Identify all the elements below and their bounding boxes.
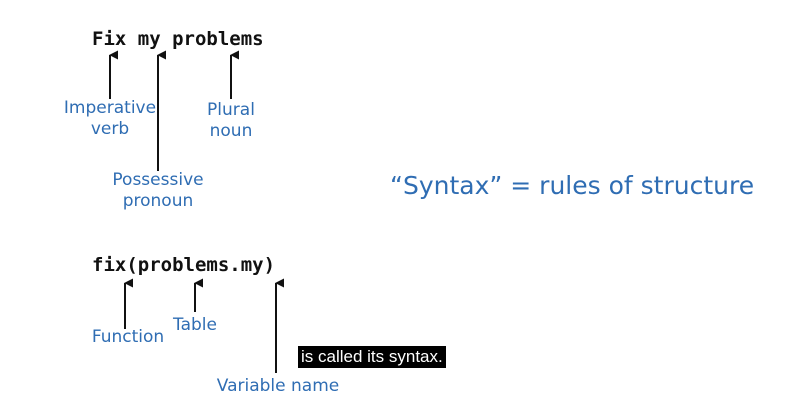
sentence-code: Fix my problems <box>92 28 264 50</box>
label-possessive-pronoun: Possessive pronoun <box>112 170 204 212</box>
label-variable-name: Variable name <box>216 376 340 396</box>
label-table: Table <box>173 315 217 335</box>
label-plural-noun: Plural noun <box>207 100 255 142</box>
label-imperative-verb: Imperative verb <box>63 98 157 140</box>
subtitle-caption: is called its syntax. <box>298 346 446 368</box>
code-example: fix(problems.my) <box>92 254 276 276</box>
syntax-definition: “Syntax” = rules of structure <box>390 171 755 200</box>
label-function: Function <box>91 327 165 347</box>
